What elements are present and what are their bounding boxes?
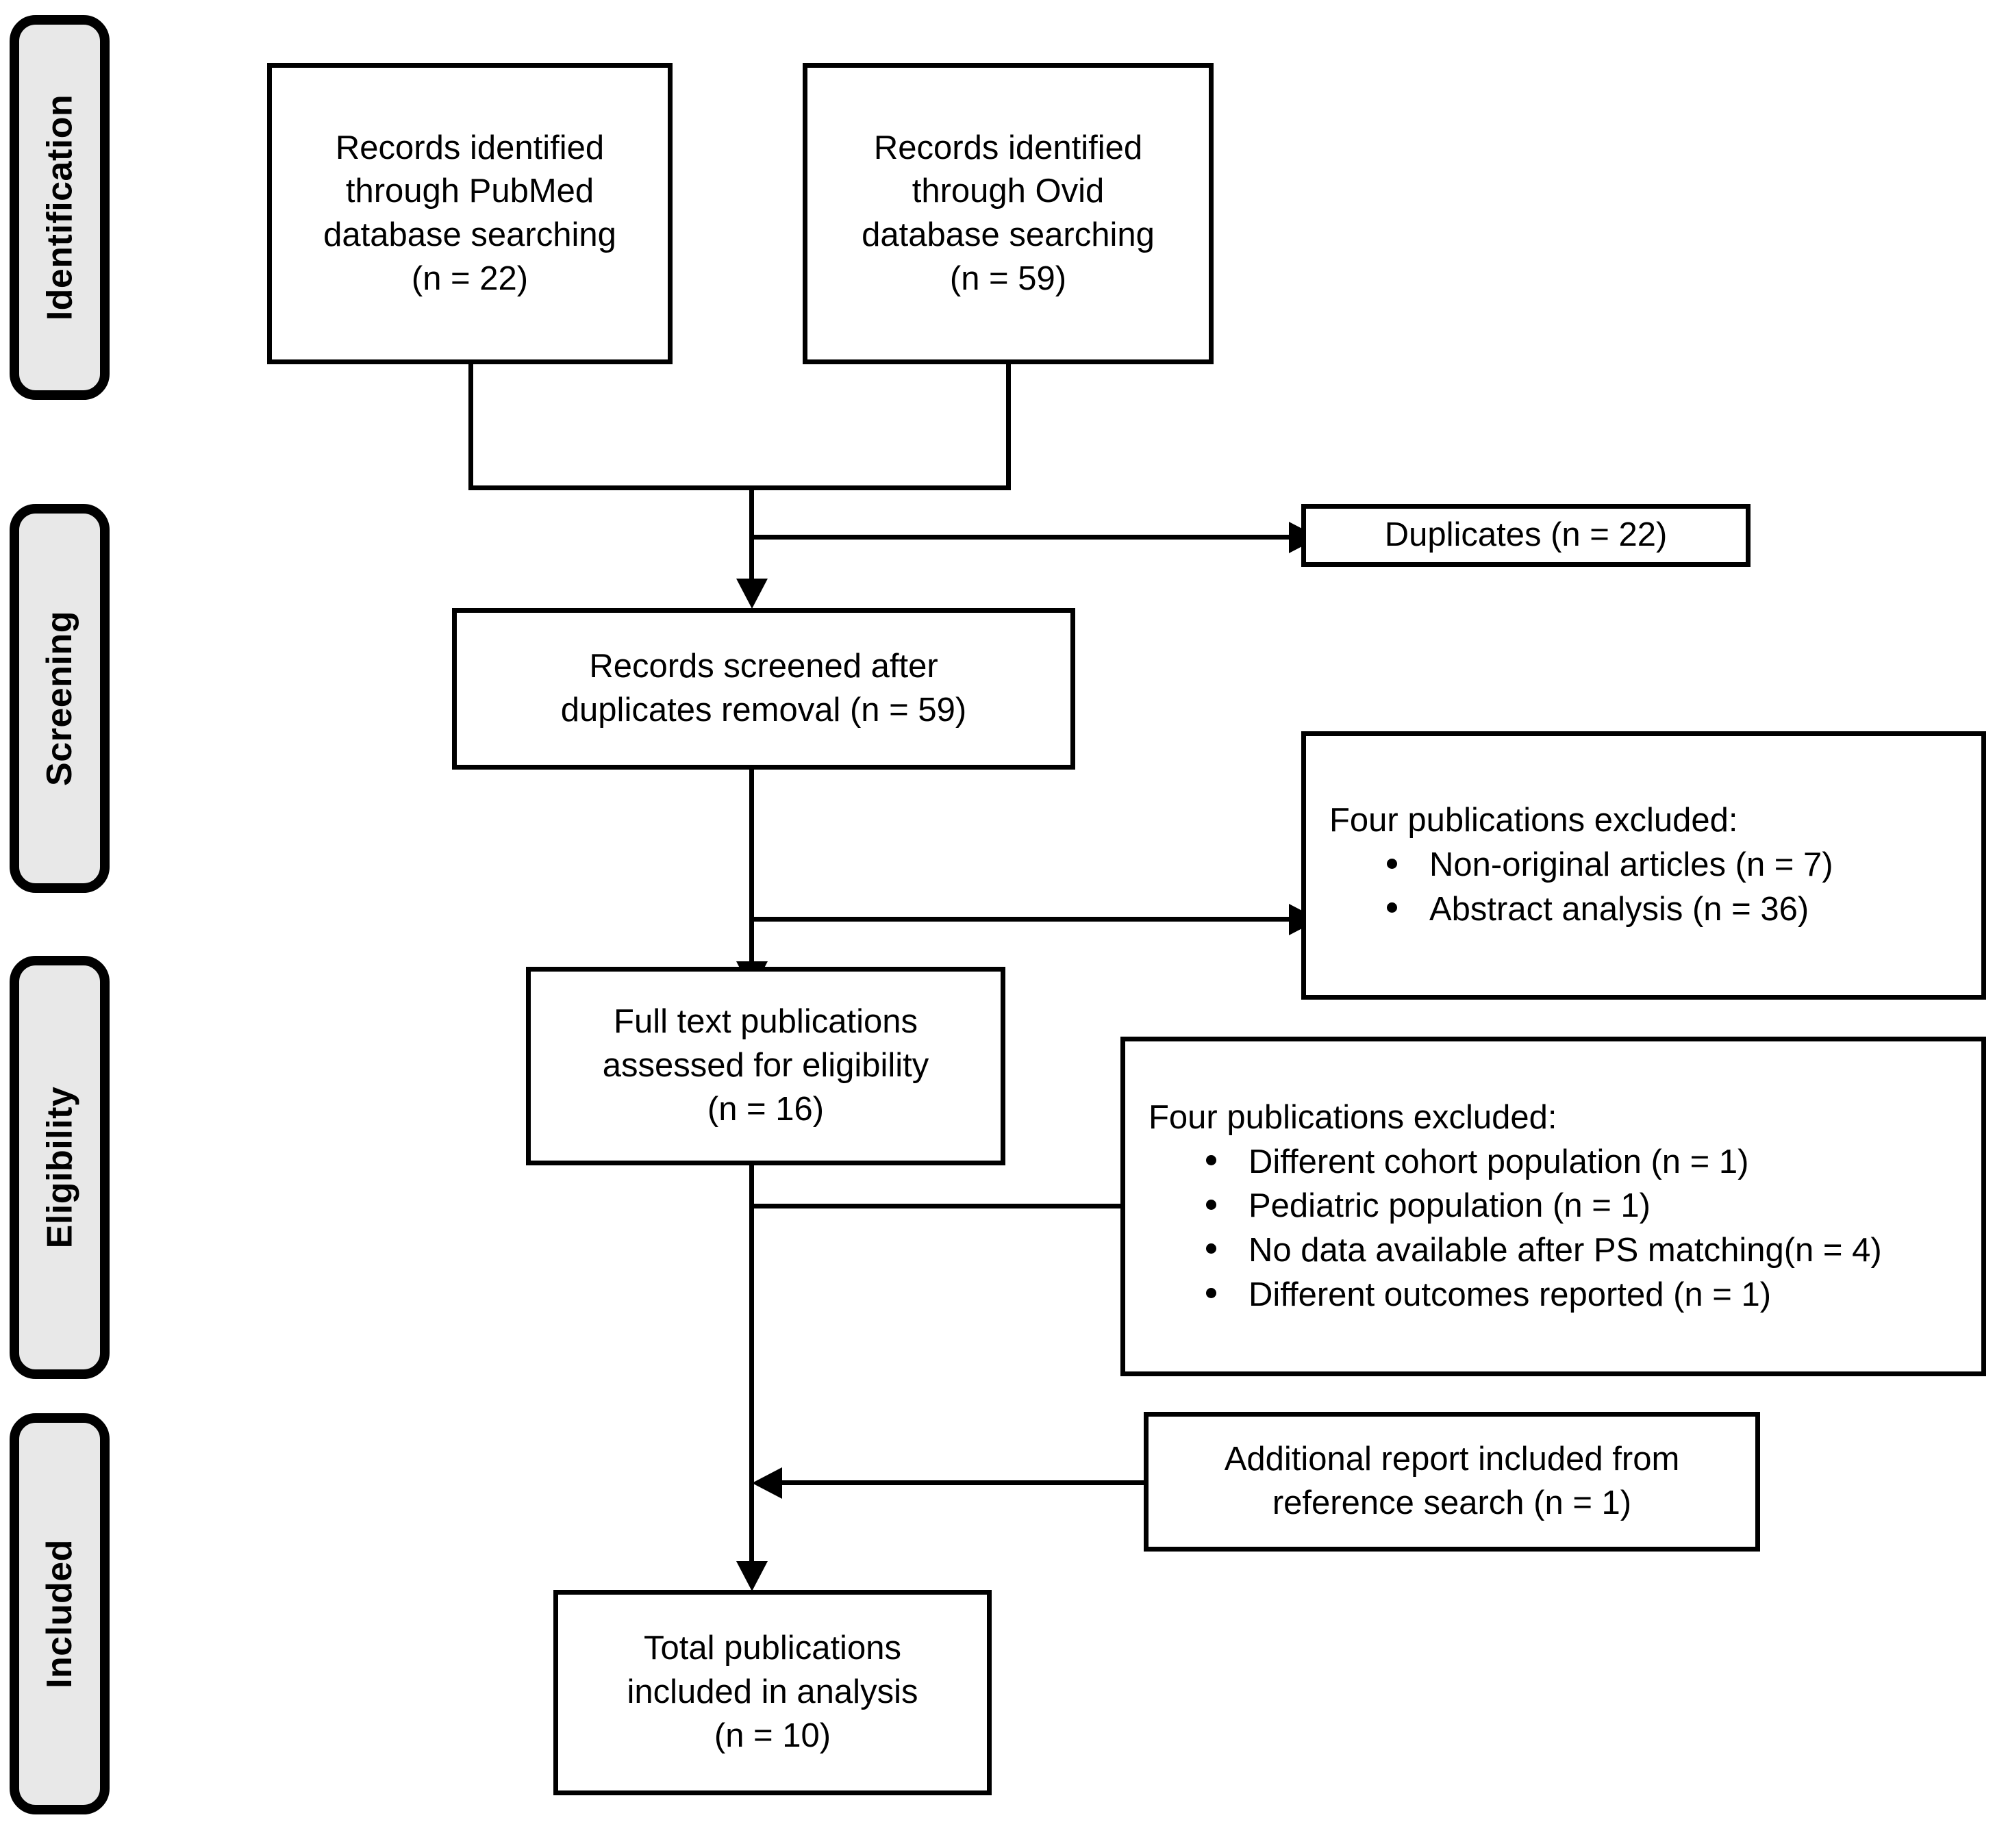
box-line: through PubMed [345, 173, 594, 210]
connector-merge-bar [468, 485, 1011, 490]
list-item: No data available after PS matching(n = … [1206, 1228, 1882, 1273]
box-line: reference search (n = 1) [1272, 1484, 1632, 1521]
box-line: through Ovid [912, 173, 1105, 210]
connector-duplicates-branch [749, 535, 1290, 540]
box-records-screened: Records screened after duplicates remova… [452, 608, 1075, 770]
box-line: Records identified [873, 129, 1143, 166]
arrow-left-from-additional-report [752, 1467, 782, 1499]
stage-pill-included: Included [10, 1413, 110, 1814]
box-records-pubmed: Records identified through PubMed databa… [267, 63, 673, 364]
connector-excluded-screening-branch [749, 917, 1290, 922]
excluded-eligibility-list: Different cohort population (n = 1) Pedi… [1125, 1140, 1882, 1317]
box-duplicates: Duplicates (n = 22) [1301, 504, 1751, 567]
list-item: Different cohort population (n = 1) [1206, 1140, 1882, 1185]
arrow-down-to-total [736, 1561, 768, 1591]
box-line: Full text publications [614, 1003, 918, 1041]
connector-excluded-eligibility-branch [749, 1204, 1124, 1208]
excluded-eligibility-heading: Four publications excluded: [1149, 1098, 1557, 1136]
stage-label-identification: Identification [40, 94, 79, 321]
list-item: Non-original articles (n = 7) [1387, 843, 1833, 887]
box-line: Additional report included from [1224, 1441, 1680, 1478]
connector-pubmed-down [468, 362, 473, 490]
box-line: assessed for eligibility [602, 1047, 929, 1085]
list-item: Abstract analysis (n = 36) [1387, 887, 1833, 932]
box-excluded-eligibility: Four publications excluded: Different co… [1120, 1037, 1986, 1376]
box-line: (n = 22) [411, 260, 529, 297]
box-line: database searching [862, 216, 1155, 253]
stage-pill-identification: Identification [10, 15, 110, 400]
box-excluded-screening: Four publications excluded: Non-original… [1301, 731, 1986, 1000]
connector-ovid-down [1006, 362, 1011, 490]
stage-label-eligibility: Eligibility [40, 1086, 80, 1249]
box-records-ovid: Records identified through Ovid database… [803, 63, 1214, 364]
box-line: (n = 16) [707, 1090, 825, 1128]
connector-screened-down [749, 768, 754, 965]
connector-fulltext-down [749, 1164, 754, 1565]
stage-label-included: Included [40, 1539, 80, 1688]
excluded-screening-heading: Four publications excluded: [1329, 802, 1738, 839]
box-line: Records screened after [589, 648, 938, 685]
box-additional-report: Additional report included from referenc… [1144, 1412, 1760, 1552]
stage-pill-screening: Screening [10, 504, 110, 893]
stage-pill-eligibility: Eligibility [10, 956, 110, 1379]
box-line: Total publications [644, 1630, 901, 1667]
box-line: Records identified [335, 129, 605, 166]
arrow-down-to-screened [736, 579, 768, 609]
box-line: database searching [323, 216, 616, 253]
connector-merge-down [749, 485, 754, 581]
connector-additional-report [781, 1480, 1146, 1485]
list-item: Pediatric population (n = 1) [1206, 1184, 1882, 1228]
box-fulltext-assessed: Full text publications assessed for elig… [526, 967, 1005, 1165]
box-total-included: Total publications included in analysis … [553, 1590, 992, 1795]
stage-label-screening: Screening [40, 611, 80, 786]
box-line: (n = 59) [949, 260, 1067, 297]
box-line: included in analysis [627, 1673, 918, 1711]
box-line: duplicates removal (n = 59) [560, 692, 967, 729]
box-line: Duplicates (n = 22) [1384, 516, 1668, 554]
box-line: (n = 10) [714, 1717, 831, 1754]
excluded-screening-list: Non-original articles (n = 7) Abstract a… [1306, 843, 1833, 931]
list-item: Different outcomes reported (n = 1) [1206, 1273, 1882, 1317]
